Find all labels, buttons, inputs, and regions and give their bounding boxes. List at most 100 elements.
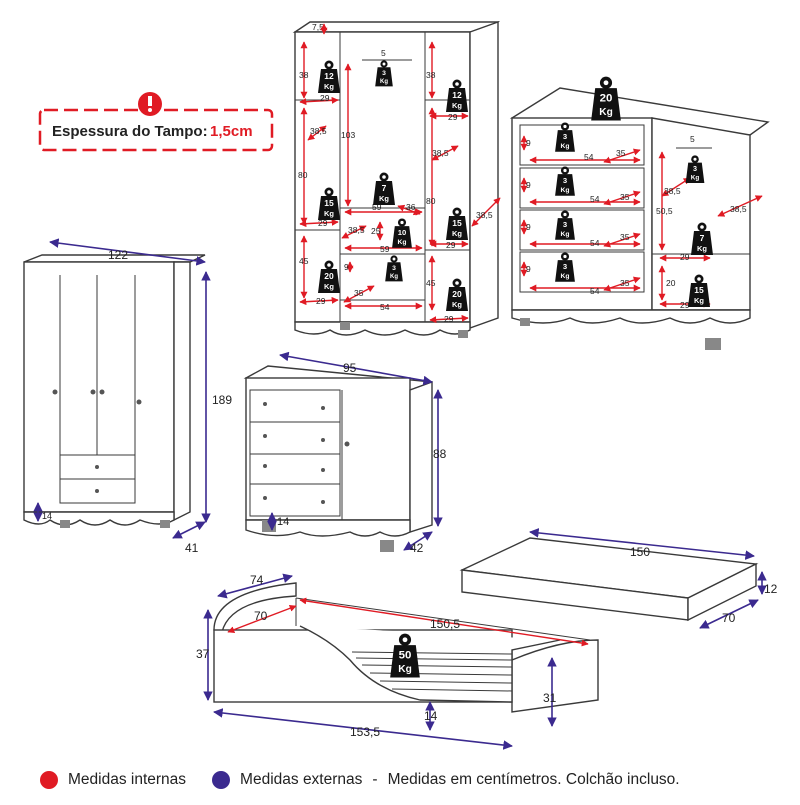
di-drawer1-d-label: 35 [616,148,626,158]
weight-value: 20 [600,93,613,105]
weight-icon: 3Kg [685,155,705,184]
weight-unit: Kg [398,664,411,675]
wi-right-col-h-label: 80 [426,196,436,206]
weight-unit: Kg [398,239,407,246]
wi-left-lower-w-label: 29 [318,218,328,228]
wi-right-bottom-w-label: 29 [444,314,454,324]
wi-right-top-w-label: 29 [448,112,458,122]
wardrobe-height-label: 189 [212,393,232,407]
wi-drawer-depth-label: 38,5 [348,225,365,235]
legend-external-label: Medidas externas [240,771,363,788]
mattress-width-label: 70 [722,611,736,625]
wi-shelf-left-w-label: 29 [320,93,330,103]
wi-right-lower-w-label: 29 [446,240,456,250]
wi-right-mid-h-label: 38,5 [432,148,449,158]
mattress-length-label: 150 [630,545,650,559]
wi-right-top-h-label: 38 [426,70,436,80]
wi-drawer2-l-label: 54 [380,302,390,312]
weight-value: 10 [398,228,407,237]
exclamation-icon [138,92,162,116]
bed-inner-length-label: 150,5 [430,617,460,631]
weight-unit: Kg [452,101,462,110]
legend: Medidas internas Medidas externas - Medi… [40,768,780,792]
weight-value: 15 [324,198,334,208]
weight-value: 3 [563,262,567,271]
weight-value: 3 [693,164,697,173]
weight-value: 7 [700,233,705,243]
di-drawer2-h-label: 9 [526,180,531,190]
di-drawer4-d-label: 35 [620,278,630,288]
wardrobe-foot-label: 14 [42,511,52,521]
mattress: 150 12 70 [459,528,778,629]
bed-inner-width-label: 70 [254,609,268,623]
weight-unit: Kg [691,175,700,182]
wi-side-depth-label: 38,5 [476,210,493,220]
wi-drawer2-w-label: 35 [354,288,364,298]
dresser-height-label: 88 [433,447,447,461]
weight-unit: Kg [324,209,334,218]
weight-value: 7 [382,183,387,193]
di-drawer3-h-label: 9 [526,222,531,232]
di-drawer4-h-label: 9 [526,264,531,274]
legend-note: Medidas em centímetros. Colchão incluso. [387,771,680,788]
dresser-depth-label: 42 [410,541,424,555]
weight-unit: Kg [324,282,334,291]
weight-value: 3 [392,265,396,272]
dresser-foot-label: 14 [277,516,289,528]
dresser-width-label: 95 [343,361,357,375]
weight-unit: Kg [390,274,398,280]
weight-unit: Kg [561,273,570,280]
weight-unit: Kg [380,79,388,85]
weight-unit: Kg [452,229,462,238]
weight-icon: 3Kg [555,122,575,152]
internal-dot-icon [40,771,58,789]
di-drawer2-w-label: 54 [590,194,600,204]
di-drawer2-d-label: 35 [620,192,630,202]
di-drawer1-w-label: 54 [584,152,594,162]
weight-value: 3 [563,220,567,229]
wi-right-bottom-h-label: 45 [426,278,436,288]
wardrobe-exterior: 122 189 41 14 [23,238,232,555]
di-side-depth-label: 38,5 [730,204,747,214]
wi-left-bottom-w-label: 29 [316,296,326,306]
weight-badges: 12Kg12Kg3Kg7Kg15Kg15Kg10Kg3Kg20Kg20Kg20K… [318,60,713,678]
weight-unit: Kg [452,300,462,309]
wi-left-section-h-label: 38,5 [310,126,327,136]
weight-icon: 3Kg [555,252,575,282]
weight-value: 15 [694,285,704,295]
wi-center-w-label: 59 [372,202,382,212]
weight-value: 3 [563,132,567,141]
bed: 74 70 150,5 37 31 14 153,5 [196,573,599,750]
weight-icon: 7Kg [691,222,713,255]
wi-rail-gap-label: 5 [381,48,386,58]
bed-height-label: 37 [196,647,210,661]
weight-value: 3 [563,176,567,185]
weight-unit: Kg [599,107,612,118]
weight-unit: Kg [561,187,570,194]
tabletop-thickness-warning: Espessura do Tampo: 1,5cm [38,92,274,152]
dresser-interior: 9 54 35 9 54 35 9 54 35 9 54 35 5 38,5 5… [509,87,770,350]
weight-icon: 3Kg [555,210,575,240]
wi-center-drawer-d-label: 36 [406,202,416,212]
legend-internal-label: Medidas internas [68,771,187,788]
di-shelf-w-label: 29 [680,252,690,262]
wardrobe-depth-label: 41 [185,541,199,555]
weight-icon: 3Kg [555,166,575,196]
di-rail-gap-label: 5 [690,134,695,144]
di-drawer3-d-label: 35 [620,232,630,242]
wi-top-label: 7,5 [312,22,324,32]
legend-separator: - [372,771,378,788]
wi-drawer-w-label: 59 [380,244,390,254]
bed-front-label: 31 [543,691,557,705]
weight-value: 15 [452,218,462,228]
wi-drawer2-h-label: 9 [344,262,349,272]
